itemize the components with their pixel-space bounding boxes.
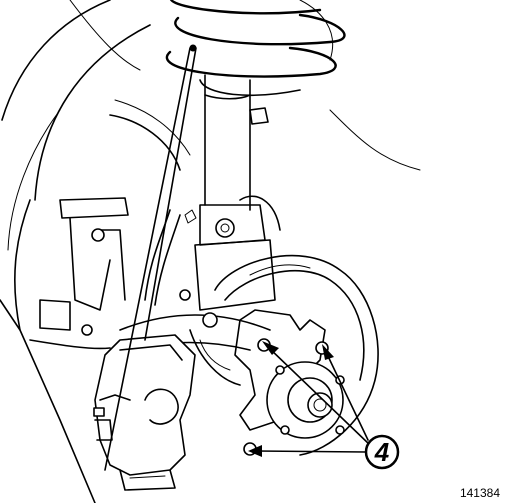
reference-code: 141384 bbox=[460, 486, 500, 500]
callout-number: 4 bbox=[374, 437, 390, 467]
callout-leaders bbox=[248, 341, 371, 457]
wheel-hub bbox=[266, 361, 345, 439]
coil-spring bbox=[165, 0, 346, 96]
callout-marker: 4 bbox=[364, 434, 400, 470]
caliper-support-wire bbox=[104, 44, 197, 471]
body-brackets bbox=[29, 197, 129, 350]
wheel-arch bbox=[0, 0, 421, 503]
brake-caliper bbox=[93, 334, 196, 491]
strut-shock-absorber bbox=[194, 74, 281, 311]
brake-disc-shield bbox=[214, 254, 379, 456]
